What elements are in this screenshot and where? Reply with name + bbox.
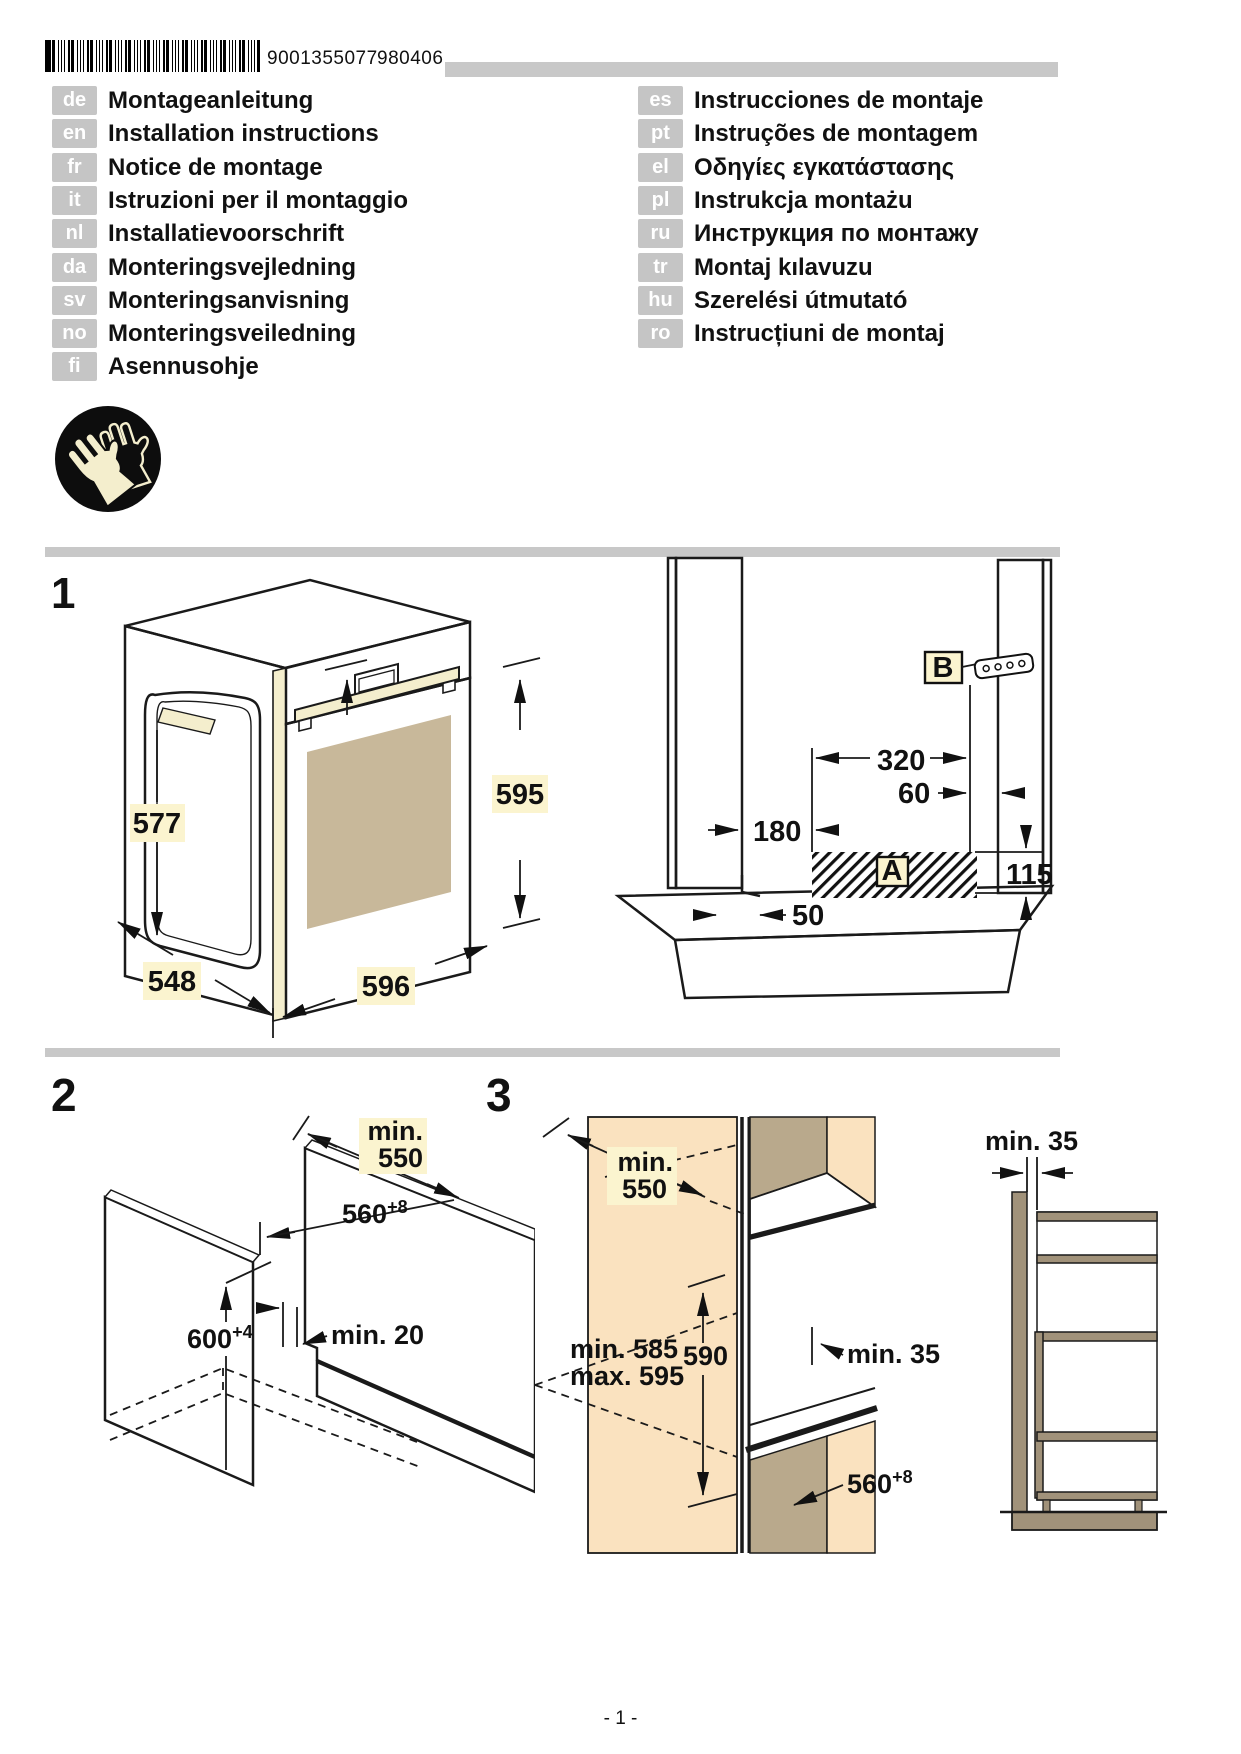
dim-label-320: 320 [877, 745, 925, 777]
language-row: en Installation instructions [52, 119, 379, 148]
language-badge: hu [638, 286, 683, 315]
language-badge: it [52, 186, 97, 215]
header-rule [445, 62, 1058, 77]
language-badge: ro [638, 319, 683, 348]
language-row: da Monteringsvejledning [52, 253, 356, 282]
dim-label-548: 548 [148, 966, 196, 998]
dim-label-60: 60 [898, 778, 930, 810]
dim-label-max595: max. 595 [570, 1361, 684, 1391]
dim-label-596: 596 [362, 971, 410, 1003]
dim-label-min: min. [617, 1147, 673, 1177]
language-badge: es [638, 86, 683, 115]
language-title: Montageanleitung [108, 86, 314, 114]
language-title: Instrukcja montażu [694, 186, 913, 214]
figure-2-number: 2 [51, 1069, 77, 1121]
language-badge: nl [52, 219, 97, 248]
language-title: Installatievoorschrift [108, 219, 345, 247]
barcode-number: 9001355077 [267, 48, 378, 69]
language-row: tr Montaj kılavuzu [638, 253, 873, 282]
dim-label-180: 180 [753, 816, 801, 848]
section-divider [45, 1048, 1060, 1057]
language-badge: fr [52, 153, 97, 182]
language-title: Montaj kılavuzu [694, 253, 873, 281]
barcode-date: 980406 [377, 48, 444, 69]
language-badge: tr [638, 253, 683, 282]
dim-label-550: 550 [622, 1174, 667, 1204]
language-row: hu Szerelési útmutató [638, 286, 907, 315]
language-badge: en [52, 119, 97, 148]
section-divider [45, 547, 1060, 557]
dim-label-min20: min. 20 [331, 1320, 424, 1350]
dim-label-590: 590 [683, 1341, 728, 1371]
language-row: no Monteringsveiledning [52, 319, 356, 348]
language-title: Notice de montage [108, 153, 323, 181]
dim-label-550: 550 [378, 1143, 423, 1173]
language-title: Monteringsanvisning [108, 286, 350, 314]
figure-1-number: 1 [51, 569, 76, 618]
language-title: Monteringsvejledning [108, 253, 357, 281]
dim-label-min35-side: min. 35 [985, 1126, 1078, 1156]
figure-3-tall-cabinet-drawing: min. 550 min. 585 max. 595 590 min. 35 5… [534, 1116, 1167, 1554]
language-title: Asennusohje [108, 352, 259, 380]
language-badge: da [52, 253, 97, 282]
dim-label-560: 560+8 [342, 1197, 408, 1229]
protective-gloves-icon [55, 406, 161, 512]
callout-b: B [933, 652, 954, 684]
page-number: - 1 - [603, 1708, 638, 1729]
language-row: el Οδηγίες εγκατάστασης [638, 153, 954, 182]
language-row: it Istruzioni per il montaggio [52, 186, 408, 215]
language-badge: fi [52, 352, 97, 381]
language-row: fr Notice de montage [52, 153, 323, 182]
language-row: ru Инструкция по монтажу [638, 219, 979, 248]
language-row: de Montageanleitung [52, 86, 313, 115]
language-title: Instruções de montagem [694, 119, 979, 147]
figure-2-cabinet-drawing: min. 550 560+8 600+4 min. 20 [103, 1115, 535, 1494]
dim-label-min: min. [367, 1116, 423, 1146]
figure-1-niche-drawing: A B 320 60 180 115 [614, 556, 1055, 1000]
language-badge: no [52, 319, 97, 348]
language-title: Инструкция по монтажу [694, 219, 979, 247]
language-title: Szerelési útmutató [694, 286, 908, 314]
dim-label-min585: min. 585 [570, 1334, 678, 1364]
language-title: Instrucțiuni de montaj [694, 319, 945, 347]
language-badge: pl [638, 186, 683, 215]
dim-label-115: 115 [1006, 859, 1053, 891]
callout-a: A [882, 855, 903, 887]
language-title: Installation instructions [108, 119, 379, 147]
language-row: pl Instrukcja montażu [638, 186, 913, 215]
dim-label-min35-mid: min. 35 [847, 1339, 940, 1369]
mounting-rail-icon [973, 652, 1035, 680]
language-row: es Instrucciones de montaje [638, 86, 983, 115]
language-title: Istruzioni per il montaggio [108, 186, 408, 214]
language-row: ro Instrucțiuni de montaj [638, 319, 945, 348]
dim-label-577: 577 [133, 808, 181, 840]
figure-3-number: 3 [486, 1069, 512, 1121]
language-row: fi Asennusohje [52, 352, 259, 381]
language-row: sv Monteringsanvisning [52, 286, 349, 315]
dim-label-50: 50 [792, 900, 824, 932]
language-title: Monteringsveiledning [108, 319, 357, 347]
language-badge: sv [52, 286, 97, 315]
language-badge: de [52, 86, 97, 115]
language-row: nl Installatievoorschrift [52, 219, 344, 248]
language-title: Οδηγίες εγκατάστασης [694, 153, 955, 181]
dim-label-560: 560+8 [847, 1467, 913, 1499]
language-title: Instrucciones de montaje [694, 86, 984, 114]
dim-label-595: 595 [496, 779, 544, 811]
barcode [45, 40, 260, 72]
language-badge: pt [638, 119, 683, 148]
figure-1-oven-drawing: 577 595 548 596 [117, 578, 548, 1038]
dim-label-600: 600+4 [187, 1322, 253, 1354]
language-row: pt Instruções de montagem [638, 119, 978, 148]
language-badge: ru [638, 219, 683, 248]
language-badge: el [638, 153, 683, 182]
